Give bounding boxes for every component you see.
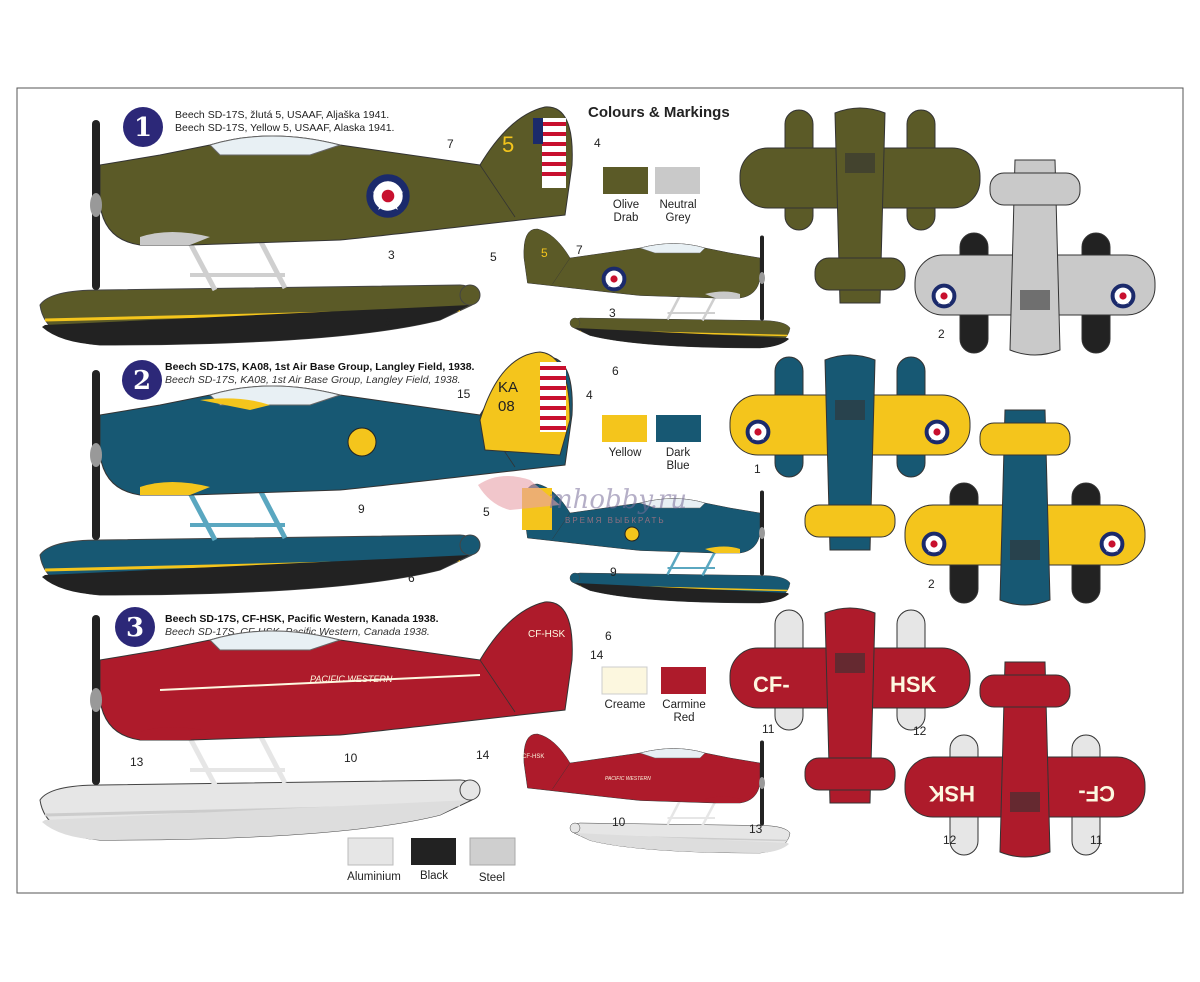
sheet-title: Colours & Markings xyxy=(588,104,730,121)
callout: 3 xyxy=(609,306,616,320)
aircraft-1-side-left: 5 xyxy=(40,107,572,345)
swatch-creame: Creame xyxy=(601,666,648,711)
callout: 2 xyxy=(928,577,935,591)
scheme-number: 3 xyxy=(126,613,144,643)
caption-en: Beech SD-17S, Yellow 5, USAAF, Alaska 19… xyxy=(175,122,394,134)
swatch-aluminium: Aluminium xyxy=(347,837,401,883)
callout: 4 xyxy=(594,136,601,150)
svg-text:Olive: Olive xyxy=(613,199,639,211)
tail-code: 08 xyxy=(498,398,515,415)
callout: 9 xyxy=(610,565,617,579)
callout: 7 xyxy=(576,243,583,257)
scheme-number: 2 xyxy=(133,366,151,396)
svg-text:mhobby.ru: mhobby.ru xyxy=(548,485,687,515)
callout: 13 xyxy=(130,755,144,769)
callout: 12 xyxy=(943,833,957,847)
scheme-badge xyxy=(123,107,163,147)
caption-cz: Beech SD-17S, CF-HSK, Pacific Western, K… xyxy=(165,613,439,625)
swatch-yellow: Yellow xyxy=(602,415,647,459)
scheme-number: 1 xyxy=(134,113,152,143)
callout: 13 xyxy=(749,822,763,836)
swatch-black: Black xyxy=(411,838,456,882)
aircraft-3-top-view: CF- HSK xyxy=(729,607,971,804)
scheme-badge xyxy=(115,607,155,647)
svg-text:ВРЕМЯ ВЫБКРАТЬ: ВРЕМЯ ВЫБКРАТЬ xyxy=(565,516,666,525)
scheme-1-header: 1 Beech SD-17S, žlutá 5, USAAF, Aljaška … xyxy=(123,107,394,147)
callout: 5 xyxy=(483,505,490,519)
wing-registration: CF- xyxy=(1078,781,1115,806)
svg-text:Aluminium: Aluminium xyxy=(347,871,401,883)
callout: 7 xyxy=(447,137,454,151)
fuselage-lettering: PACIFIC WESTERN xyxy=(605,776,651,782)
svg-text:Red: Red xyxy=(673,712,694,724)
aircraft-3-side-left: CF-HSK PACIFIC WESTERN xyxy=(40,602,572,840)
callout: 10 xyxy=(612,815,626,829)
svg-text:Dark: Dark xyxy=(666,447,691,459)
caption-cz: Beech SD-17S, KA08, 1st Air Base Group, … xyxy=(165,361,475,373)
aircraft-2-side-left: KA 08 xyxy=(40,351,572,595)
callout-numbers: 7 4 3 6 5 7 3 6 2 15 4 9 6 5 9 6 1 2 14 … xyxy=(130,136,1103,847)
callout: 6 xyxy=(384,315,391,329)
svg-text:Grey: Grey xyxy=(666,212,691,224)
unit-insignia xyxy=(347,427,377,457)
caption-cz: Beech SD-17S, žlutá 5, USAAF, Aljaška 19… xyxy=(175,109,389,121)
aircraft-3-bottom-view: HSK CF- xyxy=(904,661,1146,858)
svg-text:Blue: Blue xyxy=(666,460,689,472)
svg-text:Drab: Drab xyxy=(614,212,639,224)
callout: 5 xyxy=(490,250,497,264)
tail-code: 5 xyxy=(502,132,514,157)
aircraft-1-side-right: 5 xyxy=(522,227,792,350)
roundel xyxy=(370,178,406,214)
svg-text:Creame: Creame xyxy=(605,699,646,711)
callout: 11 xyxy=(762,722,775,736)
tail-code: CF-HSK xyxy=(528,629,566,640)
svg-text:Neutral: Neutral xyxy=(659,199,696,211)
callout: 14 xyxy=(476,748,490,762)
wing-registration: HSK xyxy=(928,781,975,806)
callout: 2 xyxy=(938,327,945,341)
callout: 1 xyxy=(754,462,761,476)
callout: 11 xyxy=(1090,833,1103,847)
svg-text:Yellow: Yellow xyxy=(609,447,643,459)
callout: 12 xyxy=(913,724,927,738)
callout: 4 xyxy=(586,388,593,402)
scheme-badge xyxy=(122,360,162,400)
swatch-steel: Steel xyxy=(469,837,516,884)
svg-text:Black: Black xyxy=(420,870,448,882)
caption-en: Beech SD-17S, KA08, 1st Air Base Group, … xyxy=(165,374,461,386)
callout: 14 xyxy=(590,648,604,662)
wing-registration: CF- xyxy=(753,672,790,697)
tail-code: CF-HSK xyxy=(522,754,544,760)
svg-text:Steel: Steel xyxy=(479,872,505,884)
callout: 15 xyxy=(457,387,471,401)
watermark: mhobby.ru ВРЕМЯ ВЫБКРАТЬ xyxy=(478,476,687,525)
callout: 10 xyxy=(344,751,358,765)
tail-code: 5 xyxy=(541,246,548,260)
tail-code: KA xyxy=(498,379,518,396)
callout: 3 xyxy=(388,248,395,262)
scheme-2-header: 2 Beech SD-17S, KA08, 1st Air Base Group… xyxy=(122,360,475,400)
callout: 9 xyxy=(358,502,365,516)
fuselage-lettering: PACIFIC WESTERN xyxy=(310,674,393,684)
wing-registration: HSK xyxy=(890,672,937,697)
callout: 6 xyxy=(605,629,612,643)
svg-text:Carmine: Carmine xyxy=(662,699,705,711)
aircraft-3-side-right: CF-HSK PACIFIC WESTERN xyxy=(522,732,792,855)
callout: 6 xyxy=(408,571,415,585)
callout: 6 xyxy=(612,364,619,378)
